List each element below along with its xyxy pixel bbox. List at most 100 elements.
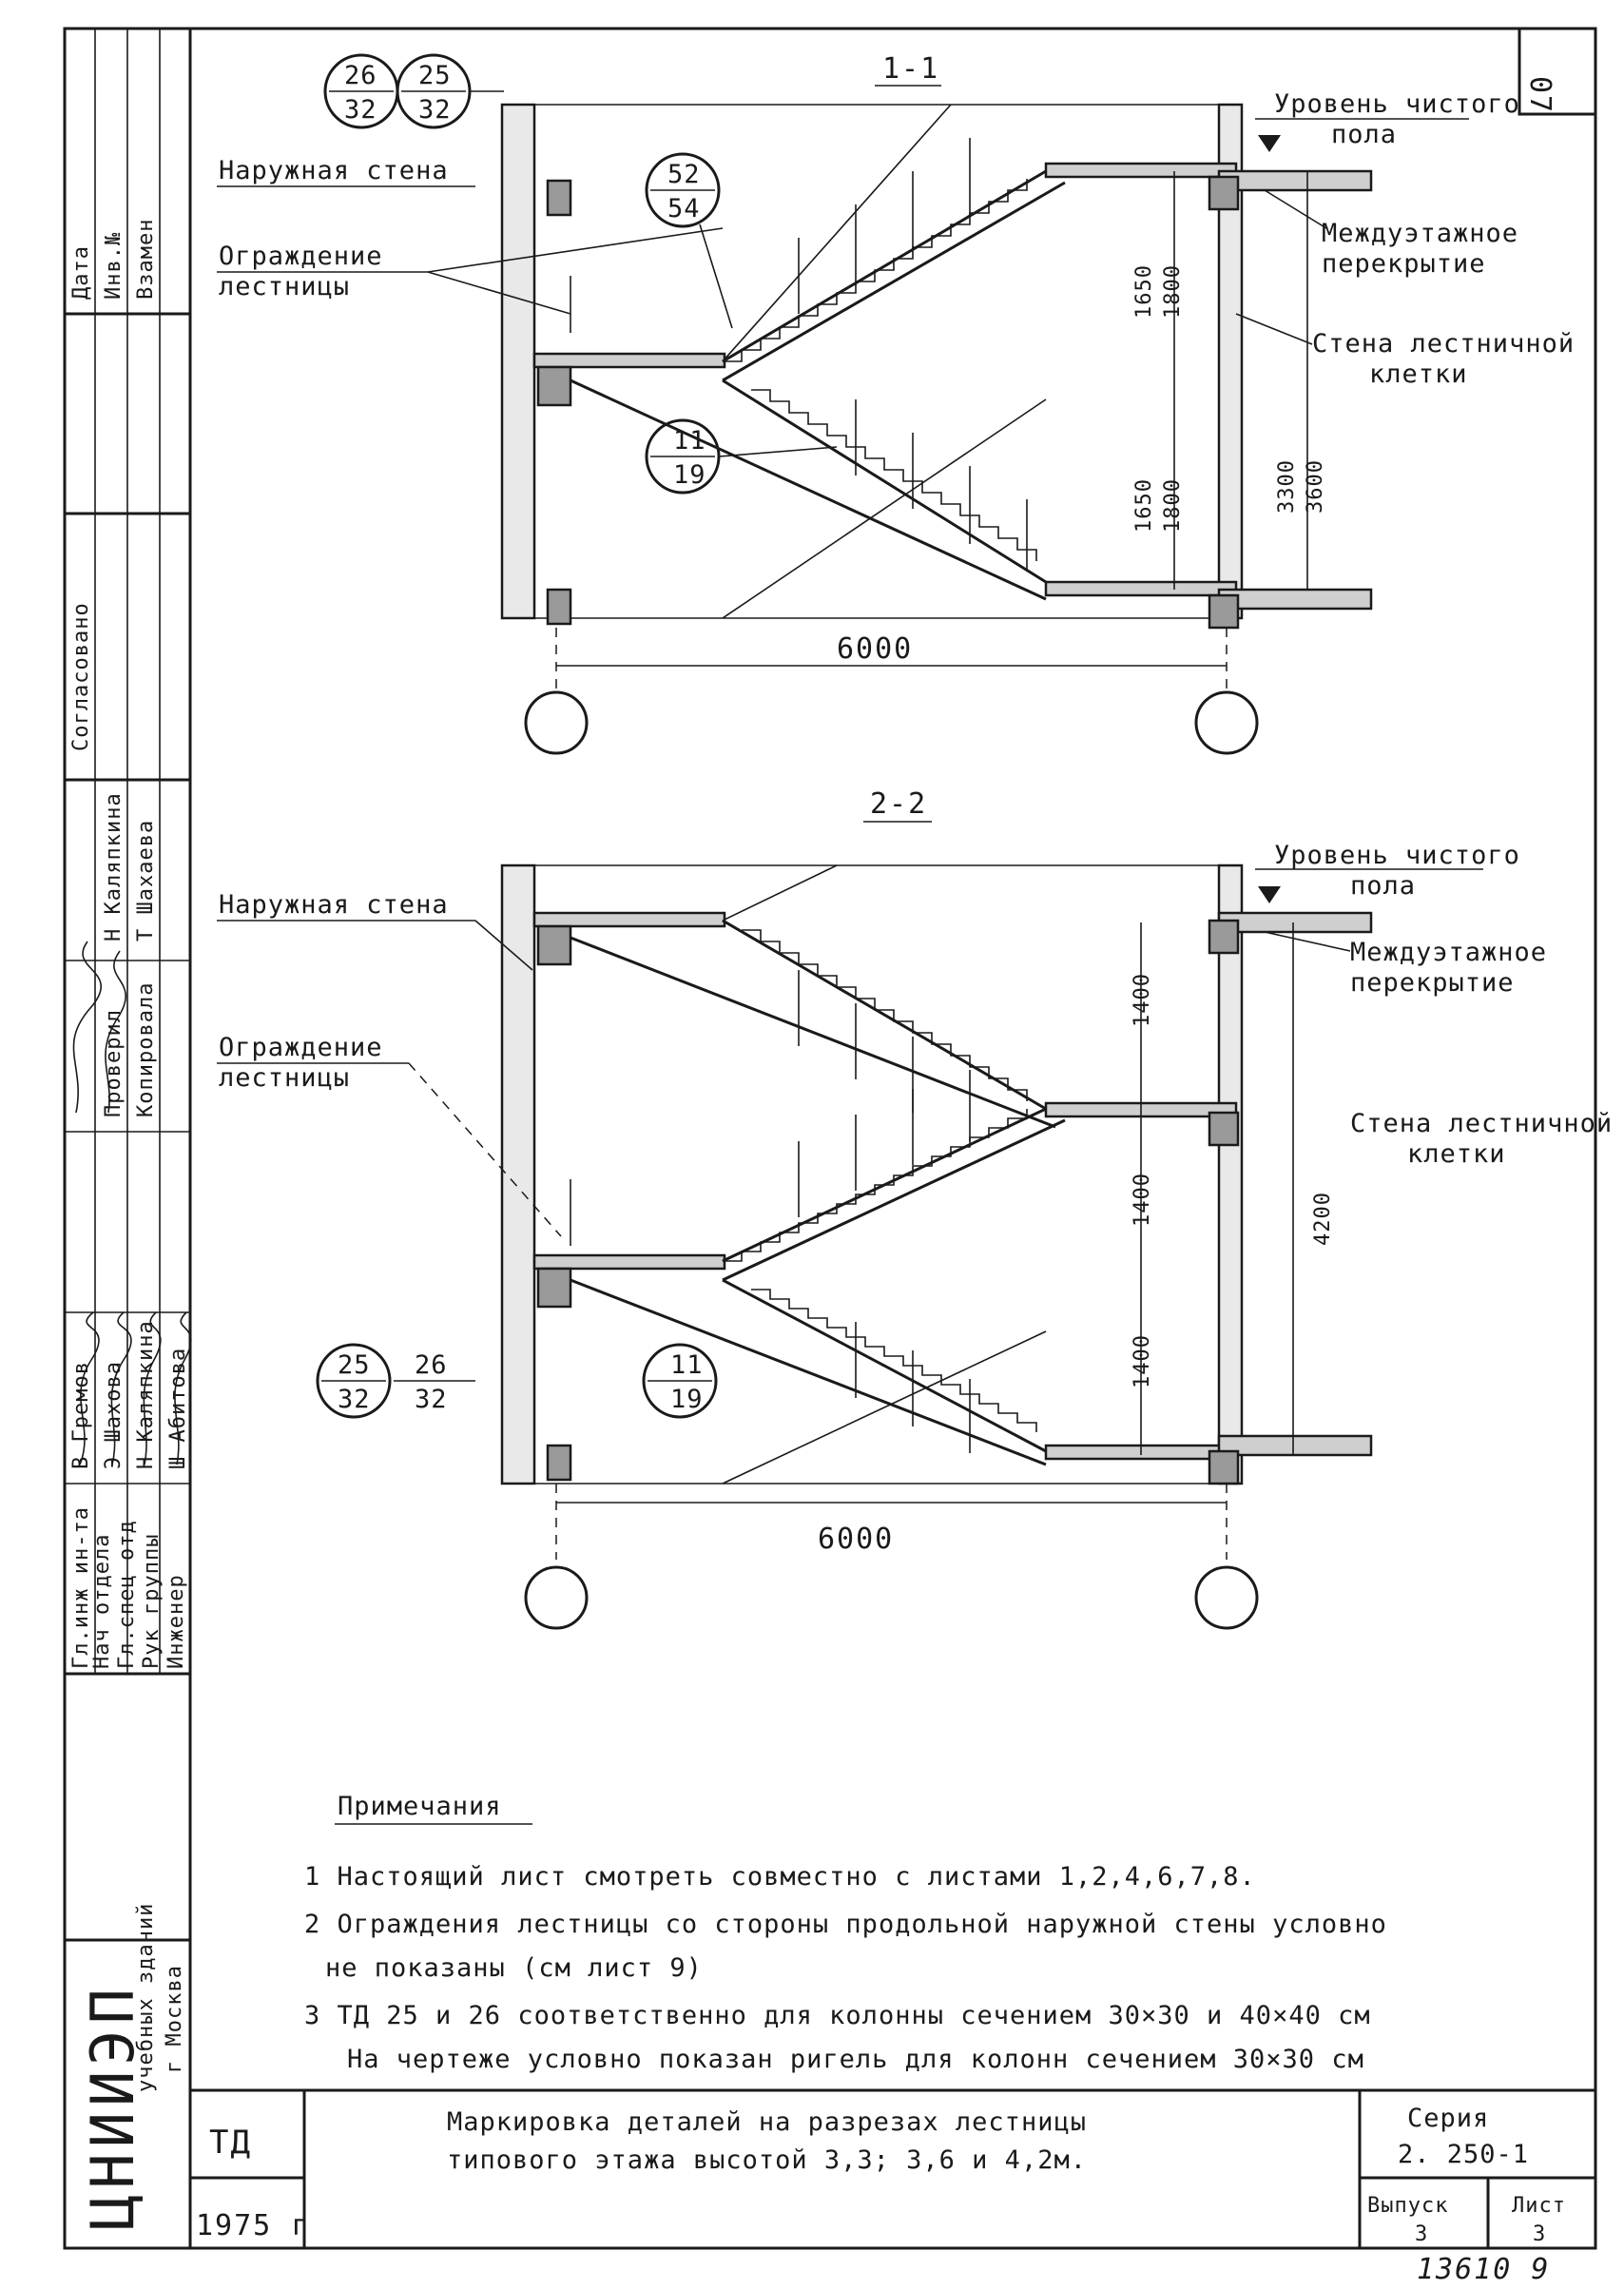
sheet-label: Лист <box>1512 2194 1566 2218</box>
stamp-role-2: Нач отдела <box>90 1534 114 1669</box>
label1-outer-wall: Наружная стена <box>219 156 449 185</box>
label1-floor-level-2: пола <box>1331 120 1397 149</box>
sheet-value: 3 <box>1533 2222 1546 2246</box>
doc-type: ТД <box>209 2124 252 2162</box>
stamp-org: ЦНИИЭП <box>78 1983 147 2230</box>
axis-bubble-2b <box>1194 1565 1259 1630</box>
note-3b: На чертеже условно показан ригель для ко… <box>347 2045 1364 2074</box>
detail-mark-26-32-b: 26 32 <box>394 1350 475 1414</box>
outer-wall-1 <box>500 103 536 620</box>
svg-text:26: 26 <box>415 1350 448 1380</box>
stamp-agreed: Согласовано <box>69 602 93 751</box>
label2-slab-1: Междуэтажное <box>1350 938 1547 967</box>
stamp-role-4: Рук группы <box>140 1534 164 1669</box>
stamp-inv: Инв.№ <box>102 232 126 300</box>
series-value: 2. 250-1 <box>1398 2140 1529 2169</box>
detail-mark-25-32-b: 25 32 <box>316 1343 392 1419</box>
svg-text:32: 32 <box>415 1385 448 1414</box>
label1-slab-2: перекрытие <box>1322 249 1486 279</box>
label1-railing-2: лестницы <box>219 272 350 301</box>
axis-bubble-1b <box>1194 690 1259 755</box>
stair-wall-2 <box>1217 864 1244 1485</box>
svg-text:52: 52 <box>667 160 701 189</box>
dim1-height-a: 3300 <box>1275 459 1299 514</box>
stamp-name-b1: Н Каляпкина <box>102 792 126 941</box>
detail-mark-11-19-b: 11 19 <box>642 1343 718 1419</box>
svg-text:11: 11 <box>670 1350 704 1380</box>
stamp-org-sub2: г Москва <box>163 1965 186 2073</box>
svg-text:25: 25 <box>338 1350 371 1380</box>
label1-stair-wall-1: Стена лестничной <box>1312 329 1575 359</box>
svg-text:54: 54 <box>667 194 701 223</box>
corner-number: 07 <box>1523 76 1556 114</box>
dim1-lower-b: 1800 <box>1161 478 1185 533</box>
label2-outer-wall: Наружная стена <box>219 890 449 920</box>
issue-value: 3 <box>1415 2222 1428 2246</box>
stamp-replace: Взамен <box>134 219 158 300</box>
dim2-width: 6000 <box>818 1523 894 1556</box>
bottom-number: 13610 9 <box>1417 2253 1550 2286</box>
detail-mark-52-54: 52 54 <box>645 152 721 228</box>
label1-slab-1: Междуэтажное <box>1322 219 1518 248</box>
dim2-height: 4200 <box>1311 1192 1335 1246</box>
stamp-name-a1: В Гремов <box>69 1361 93 1469</box>
label2-floor-level-1: Уровень чистого <box>1274 841 1520 870</box>
signatures <box>72 941 192 1465</box>
section-2-2: 2-2 <box>217 787 1613 1630</box>
section1-title: 1-1 <box>882 52 939 86</box>
dim1-height-b: 3600 <box>1304 459 1327 514</box>
label2-floor-level-2: пола <box>1350 871 1416 901</box>
stamp-name-b2: Т Шахаева <box>134 820 158 941</box>
svg-text:32: 32 <box>344 95 377 125</box>
series-label: Серия <box>1407 2104 1489 2133</box>
label2-slab-2: перекрытие <box>1350 968 1515 998</box>
section-1-1: 1-1 <box>217 52 1575 755</box>
stamp-role-5: Инженер <box>164 1574 188 1669</box>
dim2-top: 1400 <box>1131 973 1154 1027</box>
dim2-bottom: 1400 <box>1131 1334 1154 1388</box>
notes-heading: Примечания <box>338 1792 502 1821</box>
detail-mark-26-32: 26 32 <box>323 53 399 129</box>
label1-railing-1: Ограждение <box>219 242 383 271</box>
title-block: ТД 1975 г Маркировка деталей на разрезах… <box>190 2088 1595 2286</box>
stamp-org-sub1: учебных зданий <box>134 1903 158 2092</box>
doc-year: 1975 г <box>196 2209 310 2242</box>
stamp-date: Дата <box>69 245 93 300</box>
label2-railing-1: Ограждение <box>219 1033 383 1062</box>
title-line-2: типового этажа высотой 3,3; 3,6 и 4,2м. <box>447 2145 1087 2175</box>
label2-stair-wall-1: Стена лестничной <box>1350 1109 1613 1138</box>
svg-text:26: 26 <box>344 61 377 90</box>
dim1-width: 6000 <box>837 632 913 666</box>
stamp-role-3: Гл.спец отд <box>115 1520 139 1669</box>
label1-stair-wall-2: клетки <box>1369 359 1468 389</box>
detail-mark-25-32: 25 32 <box>396 53 472 129</box>
dim1-upper-a: 1650 <box>1132 264 1156 319</box>
axis-bubble-1a <box>524 690 589 755</box>
dim2-mid: 1400 <box>1131 1173 1154 1227</box>
label2-stair-wall-2: клетки <box>1407 1139 1506 1169</box>
note-1: 1 Настоящий лист смотреть совместно с ли… <box>304 1862 1256 1892</box>
note-2b: не показаны (см лист 9) <box>325 1953 703 1983</box>
label2-railing-2: лестницы <box>219 1063 350 1093</box>
note-2a: 2 Ограждения лестницы со стороны продоль… <box>304 1910 1387 1939</box>
svg-text:25: 25 <box>418 61 452 90</box>
railing-posts-1 <box>570 138 1028 571</box>
svg-text:19: 19 <box>673 460 706 490</box>
side-stamp: Дата Инв.№ Взамен Согласовано Проверил К… <box>63 29 192 2248</box>
title-line-1: Маркировка деталей на разрезах лестницы <box>447 2107 1087 2137</box>
railing-posts-2 <box>570 970 971 1453</box>
svg-text:19: 19 <box>670 1385 704 1414</box>
dim1-upper-b: 1800 <box>1161 264 1185 319</box>
notes: Примечания 1 Настоящий лист смотреть сов… <box>304 1792 1387 2074</box>
note-3a: 3 ТД 25 и 26 соответственно для колонны … <box>304 2001 1371 2030</box>
detail-mark-11-19: 11 19 <box>645 418 721 495</box>
section2-title: 2-2 <box>870 787 927 821</box>
dim1-lower-a: 1650 <box>1132 478 1156 533</box>
label1-floor-level-1: Уровень чистого <box>1274 89 1520 119</box>
svg-text:11: 11 <box>673 426 706 456</box>
stamp-copied: Копировала <box>134 982 158 1117</box>
stamp-role-1: Гл.инж ин-та <box>69 1506 93 1669</box>
issue-label: Выпуск <box>1367 2194 1448 2218</box>
axis-bubble-2a <box>524 1565 589 1630</box>
